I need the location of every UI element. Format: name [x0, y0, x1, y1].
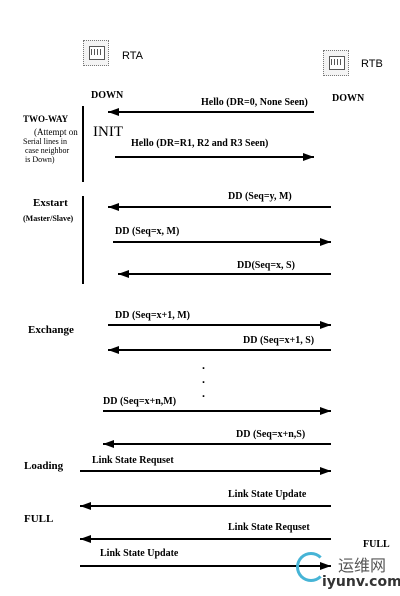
phase-full-left: FULL: [24, 513, 54, 525]
exstart-note: (Master/Slave): [23, 214, 74, 223]
ellipsis-dot-1: .: [202, 358, 205, 372]
router-icon-rta: [83, 40, 109, 66]
msg-label-13: Link State Update: [100, 548, 179, 559]
msg-label-11: Link State Update: [228, 489, 307, 500]
arrowhead-icon: [103, 440, 114, 448]
phase-bar-two-way: [82, 106, 84, 182]
arrowhead-icon: [118, 270, 129, 278]
msg-label-4: DD (Seq=x, M): [115, 226, 180, 237]
phase-loading: Loading: [24, 460, 64, 472]
state-right-down: DOWN: [332, 93, 365, 104]
router-icon-rtb: [323, 50, 349, 76]
phase-bar-exstart: [82, 196, 84, 284]
arrowhead-icon: [108, 346, 119, 354]
msg-label-1: Hello (DR=0, None Seen): [201, 97, 308, 108]
ellipsis-dot-2: .: [202, 372, 205, 386]
msg-label-6: DD (Seq=x+1, M): [115, 310, 190, 321]
phase-exchange: Exchange: [28, 324, 74, 336]
arrowhead-icon: [108, 108, 119, 116]
msg-label-12: Link State Requset: [228, 522, 310, 533]
router-label-rtb: RTB: [361, 58, 383, 70]
ellipsis-dot-3: .: [202, 386, 205, 400]
msg-label-3: DD (Seq=y, M): [228, 191, 292, 202]
arrowhead-icon: [303, 153, 314, 161]
arrowhead-icon: [80, 502, 91, 510]
two-way-note-3: case neighbor: [25, 146, 70, 155]
phase-init: INIT: [93, 124, 123, 140]
arrowhead-icon: [320, 467, 331, 475]
two-way-note-4: is Down): [25, 155, 55, 164]
arrowhead-icon: [320, 321, 331, 329]
arrowhead-icon: [108, 203, 119, 211]
router-label-rta: RTA: [122, 50, 143, 62]
watermark-logo-icon: [296, 552, 326, 582]
arrowhead-icon: [320, 238, 331, 246]
msg-label-5: DD(Seq=x, S): [237, 260, 295, 271]
msg-label-7: DD (Seq=x+1, S): [243, 335, 315, 346]
two-way-note-2: Serial lines in: [23, 137, 67, 146]
msg-label-10: Link State Requset: [92, 455, 174, 466]
state-right-full: FULL: [363, 539, 390, 550]
arrowhead-icon: [80, 535, 91, 543]
watermark-text-cn: 运维网: [338, 556, 387, 575]
phase-exstart: Exstart: [33, 197, 68, 209]
state-left-down: DOWN: [91, 90, 124, 101]
msg-label-9: DD (Seq=x+n,S): [236, 429, 306, 440]
phase-two-way: TWO-WAY: [23, 114, 69, 124]
watermark: 运维网 iyunv.com: [292, 546, 400, 592]
arrowhead-icon: [320, 407, 331, 415]
two-way-note-1: (Attempt on: [34, 127, 78, 137]
msg-label-2: Hello (DR=R1, R2 and R3 Seen): [131, 138, 269, 149]
msg-label-8: DD (Seq=x+n,M): [103, 396, 177, 407]
watermark-url: iyunv.com: [322, 574, 400, 590]
